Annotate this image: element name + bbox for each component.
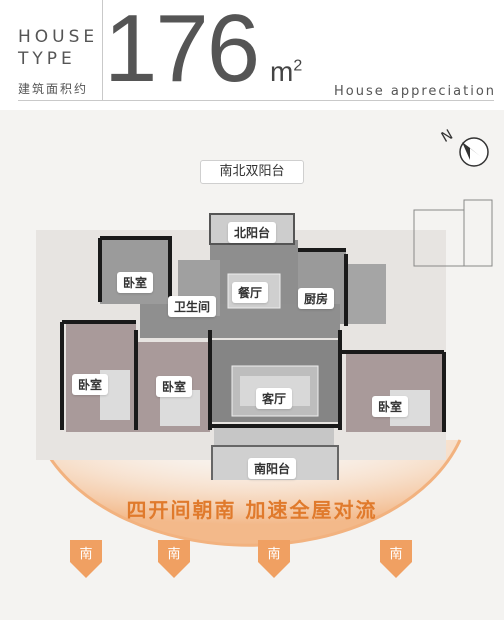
svg-text:N: N xyxy=(440,127,456,146)
unit-m: m xyxy=(270,56,294,87)
south-balcony-label: 南阳台 xyxy=(248,458,297,479)
south-marker-text: 南 xyxy=(79,546,92,562)
floor-plan xyxy=(36,199,493,480)
south-marker-text: 南 xyxy=(389,546,402,562)
area-label: 建筑面积约 xyxy=(18,82,89,96)
header xyxy=(0,0,504,110)
area-unit: m2 xyxy=(270,56,302,88)
header-divider xyxy=(102,0,103,100)
house-type-label: HOUSE TYPE xyxy=(18,26,104,70)
type-text: TYPE xyxy=(18,49,76,69)
south-arrow-icon: 南 xyxy=(70,540,102,578)
unit-sup: 2 xyxy=(293,57,303,75)
bedroom-nw-label: 卧室 xyxy=(117,272,154,293)
appreciation-text: House appreciation xyxy=(334,84,497,99)
south-marker-text: 南 xyxy=(167,546,180,562)
compass-icon: N xyxy=(440,127,489,167)
south-marker-text: 南 xyxy=(267,546,280,562)
south-arrow-icon: 南 xyxy=(258,540,290,578)
north-south-balcony-label: 南北双阳台 xyxy=(200,160,304,184)
bedroom-w2-label: 卧室 xyxy=(156,376,193,397)
south-arrow-icon: 南 xyxy=(158,540,190,578)
bathroom-label: 卫生间 xyxy=(168,296,217,317)
house-text: HOUSE xyxy=(18,27,99,47)
living-label: 客厅 xyxy=(256,388,293,409)
dining-label: 餐厅 xyxy=(232,282,269,303)
bedroom-w1-label: 卧室 xyxy=(72,374,109,395)
slogan: 四开间朝南 加速全屋对流 xyxy=(126,498,378,522)
kitchen-label: 厨房 xyxy=(298,288,335,309)
area-value: 176 xyxy=(104,0,260,102)
north-balcony-label: 北阳台 xyxy=(228,222,277,243)
header-line xyxy=(18,100,494,101)
bedroom-e-label: 卧室 xyxy=(372,396,409,417)
south-arrow-icon: 南 xyxy=(380,540,412,578)
south-fan xyxy=(38,439,462,547)
